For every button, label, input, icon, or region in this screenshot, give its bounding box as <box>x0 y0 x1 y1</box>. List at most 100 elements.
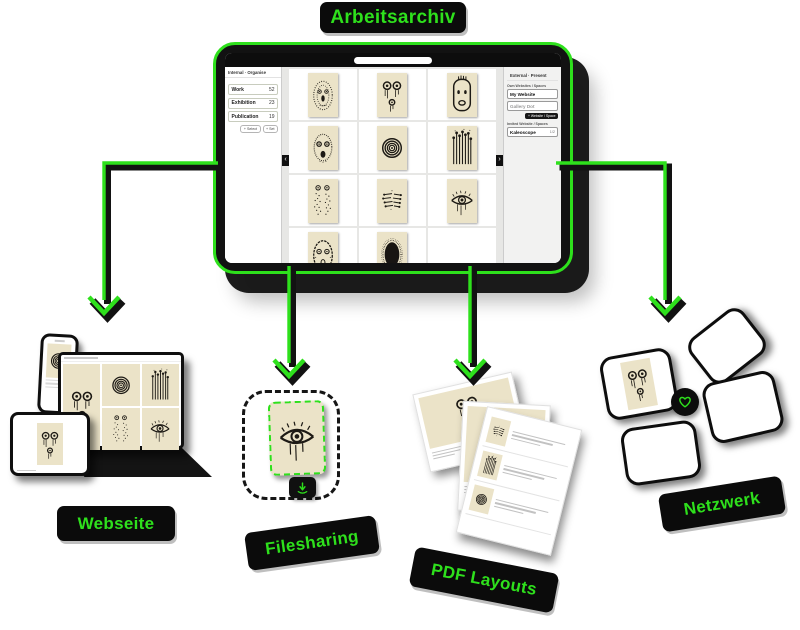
pdf-layouts-label: PDF Layouts <box>408 546 560 614</box>
artwork-stick-plants <box>478 452 501 480</box>
own-websites-label: Own Websites / Spaces <box>507 84 547 88</box>
pdf-caption-lines <box>502 463 563 488</box>
internal-panel-header: Internal · Organise <box>225 67 281 78</box>
prev-page-button[interactable]: ‹ <box>282 155 289 166</box>
artwork-two-eyes <box>620 357 658 411</box>
artwork-stick-plants <box>477 450 503 481</box>
grid-cell <box>289 122 357 173</box>
next-page-button[interactable]: › <box>496 155 503 166</box>
artwork-eye <box>144 410 176 449</box>
netzwerk-label: Netzwerk <box>657 475 787 533</box>
laptop-artwork-stick-plants <box>141 364 179 406</box>
artwork-grid-area: ‹ › <box>282 67 503 263</box>
tablet-top-bezel <box>225 53 561 67</box>
artwork-rect-face <box>447 73 477 117</box>
artwork-two-eyes <box>37 423 63 465</box>
artwork-eye[interactable] <box>447 178 478 223</box>
arrow-to-webseite <box>87 161 222 323</box>
artwork-stick-plants <box>447 126 477 170</box>
download-icon <box>297 481 308 494</box>
category-count: 23 <box>268 100 275 106</box>
grid-cell <box>428 175 496 226</box>
laptop-browser-bar <box>61 355 181 362</box>
artwork-grid <box>282 67 503 263</box>
grid-cell <box>428 69 496 120</box>
artwork-eyes-confetti <box>308 179 338 223</box>
artwork-eyes-confetti[interactable] <box>307 178 338 223</box>
artwork-spiral <box>470 486 493 514</box>
arrow-to-pdf-layouts <box>453 266 492 386</box>
artwork-skull[interactable] <box>307 125 338 170</box>
action-button[interactable]: + Select <box>240 124 261 133</box>
shared-artwork-card <box>267 400 327 476</box>
grid-cell <box>289 69 357 120</box>
artwork-dotted-face <box>308 73 338 117</box>
invited-website-input[interactable]: Kaleoscope 1/2 <box>507 127 558 137</box>
artwork-dot-blob[interactable] <box>377 231 408 264</box>
artwork-spiral <box>468 484 495 515</box>
laptop-mockup <box>58 352 184 450</box>
artwork-two-eyes[interactable] <box>377 72 408 117</box>
artwork-two-eyes <box>620 358 658 410</box>
artwork-stick-plants[interactable] <box>447 125 478 170</box>
add-website-button[interactable]: + Website / Space <box>525 113 558 119</box>
action-button[interactable]: + Set <box>262 124 278 133</box>
title-label: Arbeitsarchiv <box>320 2 466 33</box>
filesharing-dropzone <box>242 390 340 500</box>
download-button[interactable] <box>289 477 316 498</box>
artwork-oval-face <box>308 232 338 264</box>
artwork-skull <box>308 126 338 170</box>
artwork-eye <box>270 402 324 474</box>
my-website-input[interactable]: My Website <box>507 89 558 99</box>
laptop-artwork-eyes-confetti <box>102 408 140 450</box>
artwork-rect-face[interactable] <box>447 72 478 117</box>
grid-cell <box>358 228 427 264</box>
artwork-eye <box>447 179 477 223</box>
grid-cell <box>428 122 496 173</box>
grid-cell <box>289 228 357 263</box>
network-card-artwork <box>597 346 681 422</box>
filesharing-label: Filesharing <box>243 514 381 572</box>
laptop-artwork-eye <box>141 408 179 450</box>
category-count: 19 <box>268 113 275 120</box>
artwork-dot-blob <box>377 232 407 264</box>
invited-websites-label: Invited Website / Spaces <box>507 122 548 126</box>
artwork-spiral[interactable] <box>377 125 408 170</box>
artwork-dotted-face[interactable] <box>307 72 338 117</box>
artwork-matches <box>485 416 512 447</box>
heart-icon <box>679 396 691 408</box>
arrow-to-filesharing <box>272 266 311 386</box>
grid-cell <box>358 122 427 173</box>
tablet-caption-line <box>17 469 36 471</box>
external-panel: External · Present Own Websites / Spaces… <box>503 67 561 263</box>
grid-cell <box>289 175 357 226</box>
external-panel-header: External · Present <box>507 70 558 81</box>
artwork-matches <box>377 179 407 223</box>
pdf-caption-lines <box>494 497 555 522</box>
grid-cell-empty <box>428 228 496 263</box>
artwork-matches <box>487 418 510 446</box>
grid-cell <box>358 175 427 226</box>
address-pill <box>354 56 432 64</box>
pdf-caption-lines <box>511 429 572 454</box>
category-count: 52 <box>268 86 275 93</box>
webseite-label: Webseite <box>57 506 175 541</box>
grid-cell <box>358 69 427 120</box>
artwork-spiral <box>105 366 137 405</box>
gallery-dot-input[interactable]: Gallery Dot <box>507 101 558 111</box>
network-card-empty-3 <box>619 418 703 488</box>
tablet-landscape-mockup <box>10 412 90 476</box>
arrow-to-netzwerk <box>556 161 687 323</box>
artwork-matches[interactable] <box>377 178 408 223</box>
artwork-two-eyes <box>37 423 63 465</box>
laptop-artwork-spiral <box>102 364 140 406</box>
artwork-oval-face[interactable] <box>307 231 338 264</box>
